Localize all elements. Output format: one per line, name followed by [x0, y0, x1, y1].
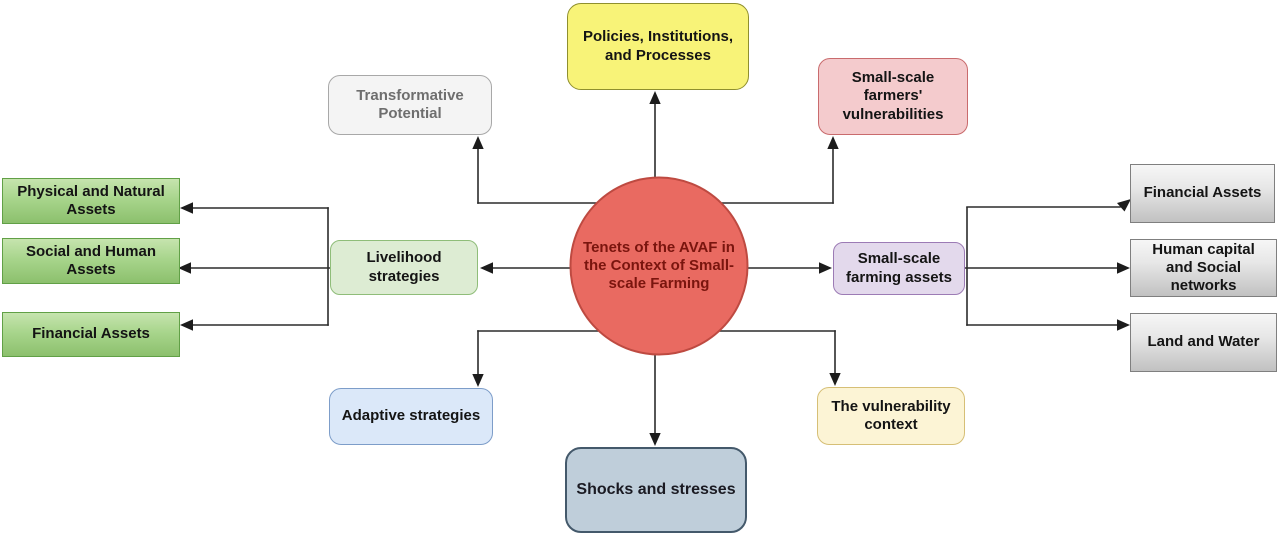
arrowhead-vulnerability-context [829, 373, 841, 386]
arrowhead-physical-assets [180, 202, 193, 214]
arrowhead-transformative [472, 136, 484, 149]
node-adaptive-strategies: Adaptive strategies [329, 388, 493, 445]
connector-lines [190, 102, 1121, 434]
node-policies-label: Policies, Institutions, and Processes [582, 28, 734, 64]
node-center-tenets-label: Tenets of the AVAF in the Context of Sma… [583, 238, 735, 293]
node-small-scale-farming-assets: Small-scale farming assets [833, 242, 965, 295]
node-center-tenets-avaf: Tenets of the AVAF in the Context of Sma… [570, 177, 748, 355]
arrowhead-farmers-vulnerabilities [827, 136, 839, 149]
node-transformative-potential: Transformative Potential [328, 75, 492, 135]
node-farmers-vulnerabilities: Small-scale farmers' vulnerabilities [818, 58, 968, 135]
node-shocks-and-stresses: Shocks and stresses [565, 447, 747, 533]
arrowheads [178, 91, 1131, 446]
node-livelihood-strategies-label: Livelihood strategies [366, 249, 442, 285]
node-center-circle-shape [569, 176, 749, 356]
node-transformative-label: Transformative Potential [356, 86, 464, 122]
node-human-capital-social-networks: Human capital and Social networks [1130, 239, 1277, 297]
node-vulnerability-context: The vulnerability context [817, 387, 965, 445]
node-adaptive-strategies-label: Adaptive strategies [341, 407, 481, 425]
arrowhead-land-water [1117, 319, 1130, 331]
arrowhead-farming-assets [819, 262, 832, 274]
arrowhead-social-assets [178, 262, 191, 274]
node-land-and-water: Land and Water [1130, 313, 1277, 372]
arrowhead-financial-left [180, 319, 193, 331]
node-farming-assets-label: Small-scale farming assets [846, 250, 952, 286]
arrowhead-shocks [649, 433, 661, 446]
node-financial-assets-left: Financial Assets [2, 312, 180, 357]
arrowhead-financial-right [1117, 199, 1131, 212]
node-human-capital-label: Human capital and Social networks [1152, 240, 1255, 295]
node-financial-assets-right: Financial Assets [1130, 164, 1275, 223]
node-farmers-vulnerabilities-label: Small-scale farmers' vulnerabilities [842, 69, 944, 123]
arrowhead-human-capital [1117, 262, 1130, 274]
arrowhead-policies [649, 91, 661, 104]
node-financial-assets-left-label: Financial Assets [32, 325, 150, 343]
node-social-human-assets-label: Social and Human Assets [25, 242, 157, 278]
node-social-human-assets: Social and Human Assets [2, 238, 180, 284]
arrowhead-adaptive [472, 374, 484, 387]
arrowhead-livelihood [480, 262, 493, 274]
node-vulnerability-context-label: The vulnerability context [831, 397, 951, 433]
node-livelihood-strategies: Livelihood strategies [330, 240, 478, 295]
node-policies-institutions: Policies, Institutions, and Processes [567, 3, 749, 90]
node-land-and-water-label: Land and Water [1147, 333, 1260, 351]
node-physical-natural-assets-label: Physical and Natural Assets [17, 182, 165, 218]
node-shocks-and-stresses-label: Shocks and stresses [576, 481, 736, 499]
node-financial-assets-right-label: Financial Assets [1143, 184, 1262, 202]
node-physical-natural-assets: Physical and Natural Assets [2, 178, 180, 224]
